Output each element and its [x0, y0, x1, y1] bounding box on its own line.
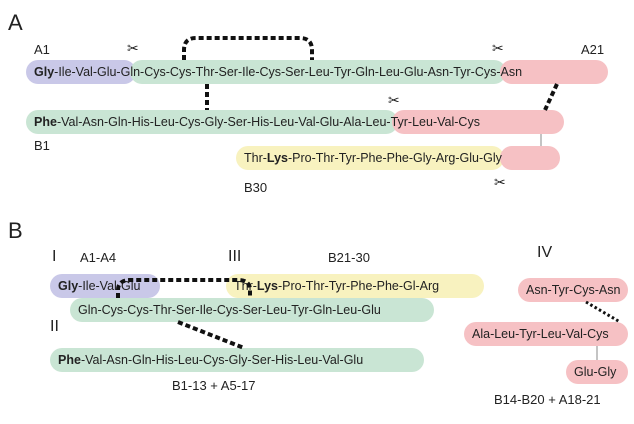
- label-b1: B1: [34, 138, 50, 153]
- fragment-ii-b-rest: -Val-Asn-Gln-His-Leu-Cys-Gly-Ser-His-Leu…: [80, 353, 364, 367]
- fragment-ii-a-chain: Gln-Cys-Cys-Thr-Ser-Ile-Cys-Ser-Leu-Tyr-…: [70, 298, 434, 322]
- intra-chain-disulfide-bond: [116, 278, 252, 298]
- chain-a-c-terminal-segment: [500, 60, 608, 84]
- label-a1-a4: A1-A4: [80, 250, 117, 265]
- lys-residue: Lys: [266, 151, 288, 165]
- phe-residue: Phe: [58, 353, 81, 367]
- panel-a-label: A: [8, 10, 23, 35]
- fragment-i: Gly-Ile-Val-Glu: [50, 274, 160, 298]
- chain-a-part2: Gln-Cys-Cys-Thr-Ser-Ile-Cys-Ser-Leu-Tyr-…: [120, 65, 428, 79]
- chain-b-tail-segment: [236, 146, 504, 170]
- fragment-iv-bot: Glu-Gly: [566, 360, 628, 384]
- thr-residue: Thr-: [244, 151, 267, 165]
- caption-fragment-ii: B1-13 + A5-17: [172, 378, 256, 393]
- fragment-iii-rest: -Pro-Thr-Tyr-Phe-Phe-Gl-Arg: [278, 279, 440, 293]
- fragment-iv-mid-text: Ala-Leu-Tyr-Leu-Val-Cys: [472, 327, 609, 341]
- chain-b-part1: -Val-Asn-Gln-His-Leu-Cys-Gly-Ser-His-Leu…: [56, 115, 344, 129]
- fragment-iv-top: Asn-Tyr-Cys-Asn: [518, 278, 628, 302]
- fragment-iv-top-text: Asn-Tyr-Cys-Asn: [526, 283, 621, 297]
- fragment-iii-label: III: [228, 248, 242, 265]
- chain-a-sequence: Gly-Ile-Val-Glu-Gln-Cys-Cys-Thr-Ser-Ile-…: [34, 60, 522, 84]
- intra-chain-disulfide-bond: [182, 36, 314, 60]
- gly-residue: Gly: [58, 279, 79, 293]
- scissors-icon: ✂: [388, 92, 400, 108]
- fragment-iv-label: IV: [537, 244, 553, 261]
- scissors-icon: ✂: [494, 174, 506, 190]
- chain-b-sequence: Phe-Val-Asn-Gln-His-Leu-Cys-Gly-Ser-His-…: [34, 110, 480, 134]
- chain-b-c-segment: [392, 110, 564, 134]
- interchain-disulfide-bond: [543, 83, 559, 111]
- chain-b-main-segment: [26, 110, 398, 134]
- interchain-disulfide-bond: [585, 300, 621, 324]
- fragment-ii-a-text: Gln-Cys-Cys-Thr-Ser-Ile-Cys-Ser-Leu-Tyr-…: [78, 303, 381, 317]
- label-b21-30: B21-30: [328, 250, 370, 265]
- scissors-icon: ✂: [492, 40, 504, 56]
- interchain-disulfide-bond: [177, 320, 245, 350]
- chain-b2-sequence: Thr-Lys-Pro-Thr-Tyr-Phe-Phe-Gly-Arg-Glu-…: [244, 146, 502, 170]
- chain-a-part1: -Ile-Val-Glu-: [54, 65, 121, 79]
- fragment-iv-bot-text: Glu-Gly: [574, 365, 617, 379]
- chain-a-part3: Asn-Tyr-Cys-Asn: [427, 65, 523, 79]
- fragment-ii-label: II: [50, 318, 59, 335]
- chain-b-glu-gly-segment: [500, 146, 560, 170]
- chain-a-middle-segment: [130, 60, 506, 84]
- fragment-iv-mid: Ala-Leu-Tyr-Leu-Val-Cys: [464, 322, 628, 346]
- caption-fragment-iv: B14-B20 + A18-21: [494, 392, 601, 407]
- chain-b2-part1: -Pro-Thr-Tyr-Phe-Phe-Gly-Arg-: [288, 151, 460, 165]
- fragment-i-label: I: [52, 248, 57, 265]
- gly-residue: Gly: [34, 65, 55, 79]
- chain-b-part2: Ala-Leu-Tyr-Leu-Val-Cys: [343, 115, 480, 129]
- chain-b2-part2: Glu-Gly: [459, 151, 502, 165]
- chain-a-n-terminal-segment: [26, 60, 136, 84]
- panel-b-label: B: [8, 218, 23, 243]
- phe-residue: Phe: [34, 115, 57, 129]
- label-b30: B30: [244, 180, 268, 195]
- fragment-ii-b-chain: Phe-Val-Asn-Gln-His-Leu-Cys-Gly-Ser-His-…: [50, 348, 424, 372]
- thr-residue: Thr-: [234, 279, 257, 293]
- scissors-icon: ✂: [127, 40, 139, 56]
- label-a1: A1: [34, 42, 50, 57]
- lys-residue: Lys: [256, 279, 278, 293]
- label-a21: A21: [581, 42, 605, 57]
- fragment-iii: Thr-Lys-Pro-Thr-Tyr-Phe-Phe-Gl-Arg: [226, 274, 484, 298]
